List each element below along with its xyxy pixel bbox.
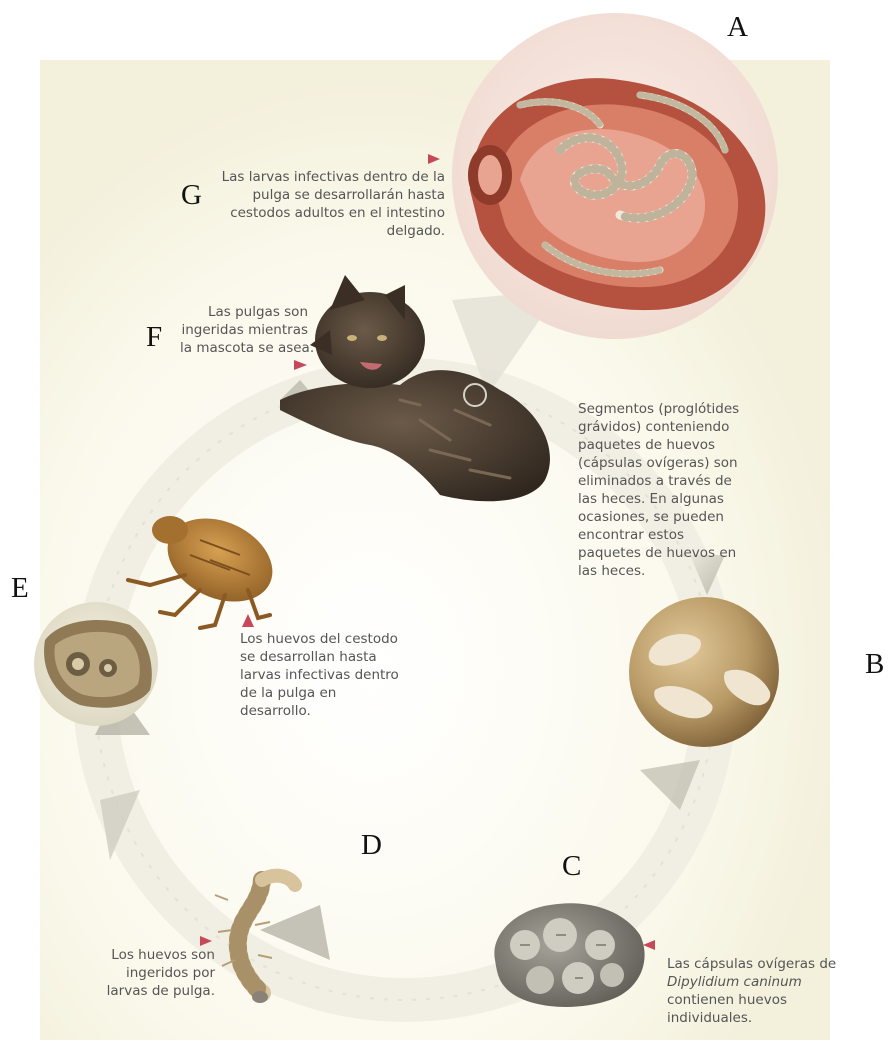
caption-segments-line-2: grávidos) conteniendo <box>578 418 778 436</box>
caption-segments-line-10: las heces. <box>578 562 778 580</box>
label-c: C <box>562 852 581 881</box>
label-e: E <box>11 574 29 603</box>
label-g: G <box>181 181 202 210</box>
label-a: A <box>727 13 748 42</box>
caption-d-line-3: larvas de pulga. <box>95 982 215 1000</box>
caption-d: Los huevos son ingeridos por larvas de p… <box>95 946 215 1000</box>
caption-f: Las pulgas son ingeridas mientras la mas… <box>180 303 308 357</box>
intestine-illustration <box>452 13 778 339</box>
label-f: F <box>146 323 162 352</box>
caption-g: Las larvas infectivas dentro de la pulga… <box>210 168 445 240</box>
caption-d-line-2: ingeridos por <box>95 964 215 982</box>
caption-c: Las cápsulas ovígeras de Dipylidium cani… <box>667 955 857 1027</box>
caption-c-line-2: Dipylidium caninum <box>667 973 857 991</box>
caption-g-line-2: pulga se desarrollarán hasta <box>210 186 445 204</box>
caption-g-line-4: delgado. <box>210 222 445 240</box>
cysticercoid-illustration <box>34 602 158 726</box>
caption-g-line-1: Las larvas infectivas dentro de la <box>210 168 445 186</box>
caption-segments-line-5: eliminados a través de <box>578 472 778 490</box>
caption-segments-line-7: ocasiones, se pueden <box>578 508 778 526</box>
caption-e: Los huevos del cestodo se desarrollan ha… <box>240 630 420 720</box>
caption-segments-line-6: las heces. En algunas <box>578 490 778 508</box>
caption-e-line-4: de la pulga en <box>240 684 420 702</box>
egg-capsule-illustration <box>494 903 644 1007</box>
caption-segments-line-3: paquetes de huevos <box>578 436 778 454</box>
caption-e-line-5: desarrollo. <box>240 702 420 720</box>
label-b: B <box>865 650 884 679</box>
caption-d-line-1: Los huevos son <box>95 946 215 964</box>
caption-g-line-3: cestodos adultos en el intestino <box>210 204 445 222</box>
caption-c-line-4: individuales. <box>667 1009 857 1027</box>
caption-segments: Segmentos (proglótides grávidos) conteni… <box>578 400 778 580</box>
caption-segments-line-4: (cápsulas ovígeras) son <box>578 454 778 472</box>
caption-e-line-2: se desarrollan hasta <box>240 648 420 666</box>
caption-e-line-1: Los huevos del cestodo <box>240 630 420 648</box>
caption-f-line-3: la mascota se asea. <box>180 339 308 357</box>
caption-c-line-3: contienen huevos <box>667 991 857 1009</box>
caption-segments-line-1: Segmentos (proglótides <box>578 400 778 418</box>
caption-c-line-1: Las cápsulas ovígeras de <box>667 955 857 973</box>
caption-segments-line-8: encontrar estos <box>578 526 778 544</box>
caption-f-line-1: Las pulgas son <box>180 303 308 321</box>
caption-segments-line-9: paquetes de huevos en <box>578 544 778 562</box>
label-d: D <box>361 831 382 860</box>
egg-ball-illustration <box>629 597 779 747</box>
caption-e-line-3: larvas infectivas dentro <box>240 666 420 684</box>
caption-f-line-2: ingeridas mientras <box>180 321 308 339</box>
